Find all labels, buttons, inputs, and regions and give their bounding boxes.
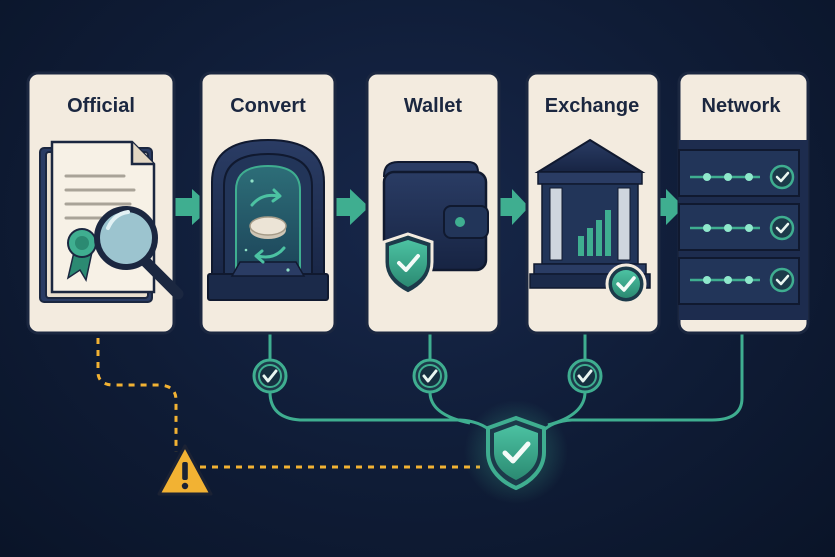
step-label: Network	[702, 95, 782, 117]
step-card-exchange[interactable]: Exchange	[525, 71, 661, 335]
document-magnifier-icon	[39, 140, 184, 303]
check-circle-icon	[252, 358, 288, 394]
line-convert-hub	[268, 333, 494, 434]
check-circle-icon	[412, 358, 448, 394]
wallet-shield-icon	[382, 161, 489, 296]
step-label: Official	[67, 95, 135, 117]
verification-lines	[96, 333, 744, 469]
bank-building-icon	[529, 138, 651, 305]
step-card-official[interactable]: Official	[26, 71, 184, 335]
step-label: Wallet	[404, 95, 462, 117]
portal-coin-icon	[207, 138, 329, 301]
step-card-network[interactable]: Network	[677, 71, 810, 335]
step-label: Convert	[230, 95, 306, 117]
shield-check-icon	[464, 400, 568, 504]
step-label: Exchange	[545, 95, 639, 117]
step-card-convert[interactable]: Convert	[199, 71, 337, 335]
arrow-right-icon	[332, 189, 369, 225]
check-circle-icon	[769, 164, 795, 293]
warning-triangle-icon	[157, 444, 213, 496]
step-card-wallet[interactable]: Wallet	[365, 71, 501, 335]
arrow-right-icon	[496, 189, 529, 225]
server-rack-icon	[678, 140, 808, 320]
check-circle-icon	[567, 358, 603, 394]
dashed-warning-line	[96, 338, 178, 452]
